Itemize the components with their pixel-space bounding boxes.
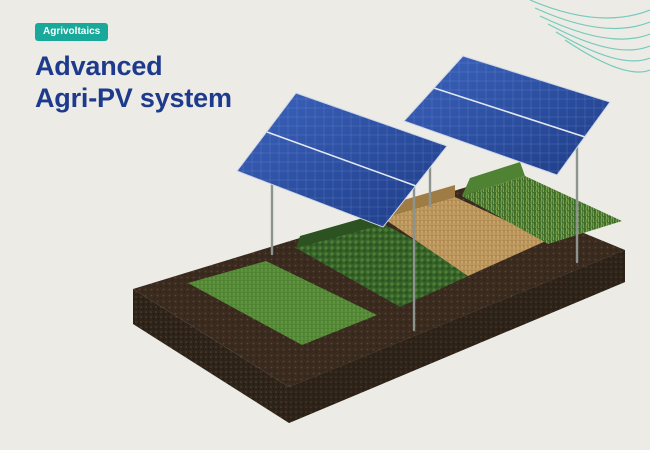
wheat-plot	[383, 197, 548, 276]
title-line-2: Agri-PV system	[35, 83, 232, 113]
solar-panel-icon	[236, 55, 611, 228]
category-badge: Agrivoltaics	[35, 23, 109, 41]
barley-plot	[462, 176, 622, 244]
clover-plot	[296, 224, 475, 307]
decorative-lines-icon	[529, 0, 650, 73]
crop-bed-icon	[188, 162, 622, 345]
grass-plot	[188, 261, 377, 345]
title-line-1: Advanced	[35, 51, 163, 81]
page-title: Advanced Agri-PV system	[35, 50, 232, 114]
